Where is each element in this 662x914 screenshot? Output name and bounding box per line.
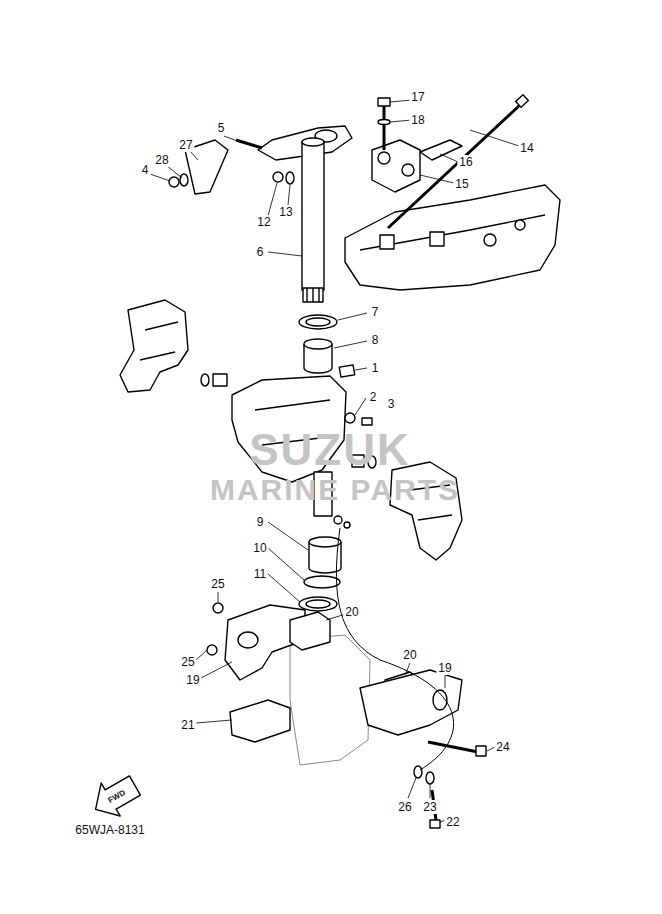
callout-number: 2 (368, 390, 379, 404)
callout-number: 11 (252, 567, 268, 581)
callout-number: 26 (396, 800, 413, 814)
callout-number: 28 (153, 153, 170, 167)
callout-number: 7 (370, 305, 381, 319)
callout-number: 5 (216, 121, 227, 135)
drawing-code: 65WJA-8131 (73, 823, 146, 837)
callout-number: 9 (255, 515, 266, 529)
callout-number: 16 (457, 155, 474, 169)
callout-number: 15 (453, 177, 470, 191)
watermark: MARINE PARTS (208, 474, 462, 506)
callout-number: 20 (343, 605, 360, 619)
callout-number: 12 (255, 215, 272, 229)
callout-number: 6 (255, 245, 266, 259)
callout-number: 23 (421, 800, 438, 814)
callout-number: 21 (179, 718, 196, 732)
callout-number: 14 (518, 141, 535, 155)
callout-number: 27 (177, 138, 194, 152)
callout-number: 8 (370, 333, 381, 347)
callout-number: 10 (251, 541, 268, 555)
callout-number: 25 (209, 577, 226, 591)
callout-number: 24 (494, 740, 511, 754)
callout-number: 18 (409, 113, 426, 127)
watermark: SUZUK (247, 427, 413, 473)
callout-number: 1 (370, 361, 381, 375)
callout-number: 20 (401, 648, 418, 662)
callout-number: 25 (179, 655, 196, 669)
callout-number: 19 (184, 673, 201, 687)
callout-number: 4 (140, 163, 151, 177)
callout-number: 3 (386, 397, 397, 411)
callout-number: 19 (436, 661, 453, 675)
callout-number: 13 (277, 205, 294, 219)
callout-number: 17 (409, 90, 426, 104)
callout-number: 22 (444, 815, 461, 829)
